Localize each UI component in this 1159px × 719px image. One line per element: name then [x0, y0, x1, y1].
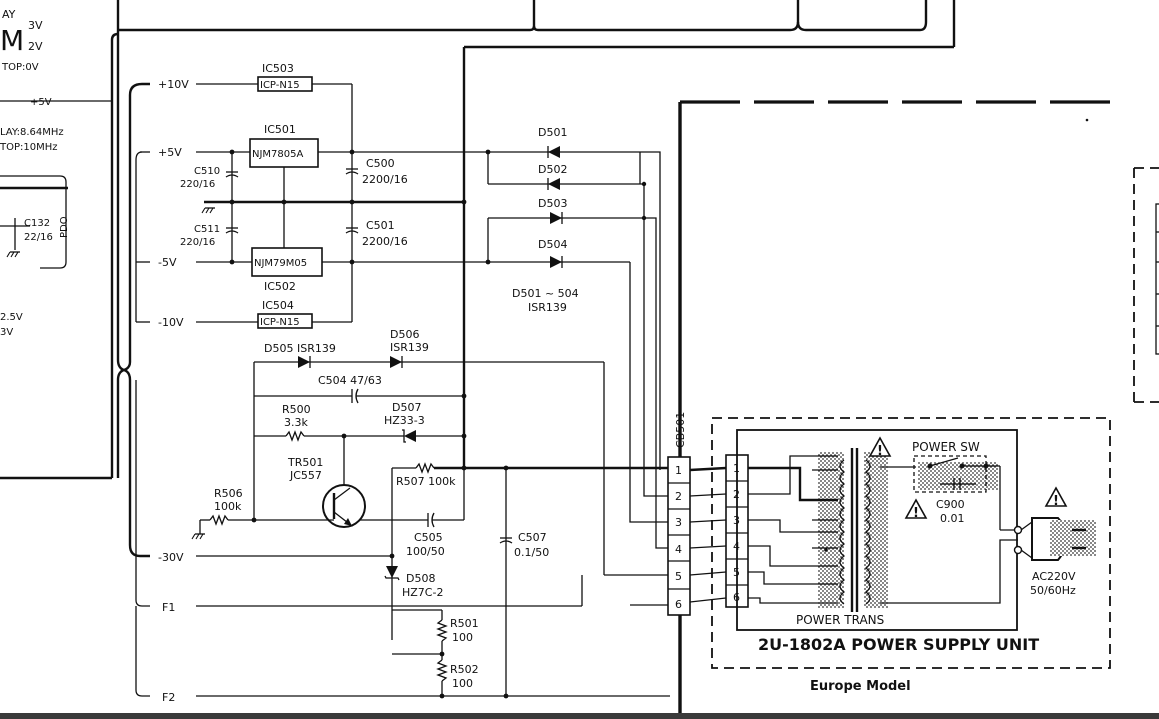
left-label-3v-b: 3V — [0, 327, 13, 338]
c510-value: 220/16 — [180, 179, 215, 190]
left-label-2-5v: 2.5V — [0, 312, 23, 323]
d501-label: D501 — [538, 126, 567, 139]
tr501-part: JC557 — [289, 469, 322, 482]
d507-part: HZ33-3 — [384, 414, 425, 427]
ic504-part: ICP-N15 — [260, 317, 300, 328]
c511-value: 220/16 — [180, 237, 215, 248]
warning-icon-transformer: ! — [877, 444, 883, 459]
r501-label: R501 — [450, 617, 479, 630]
left-label-top-0v: TOP:0V — [1, 62, 39, 73]
left-label-c132: C132 — [24, 218, 50, 229]
ic503-label: IC503 — [262, 62, 294, 75]
left-label-play-freq: LAY:8.64MHz — [0, 127, 64, 138]
connector-cb501: CB501 1 2 3 4 5 6 1 2 3 4 5 6 — [667, 100, 1120, 719]
top-borders — [116, 0, 956, 470]
rail-label-minus10v: -10V — [158, 316, 184, 329]
r500-label: R500 — [282, 403, 311, 416]
cb501-pin-4: 4 — [675, 543, 682, 556]
ic504-box — [257, 313, 313, 329]
regulator-section: IC503 ICP-N15 IC501 NJM7805A C510 220/16… — [180, 62, 640, 329]
ic502-box — [251, 247, 323, 277]
cb501-pin-6: 6 — [675, 598, 682, 611]
r501-value: 100 — [452, 631, 473, 644]
d508-part: HZ7C-2 — [402, 586, 443, 599]
c500-value: 2200/16 — [362, 173, 408, 186]
d503-label: D503 — [538, 197, 567, 210]
r502-label: R502 — [450, 663, 479, 676]
c900-label: C900 — [936, 498, 965, 511]
d505-label: D505 ISR139 — [264, 342, 336, 355]
ic504-label: IC504 — [262, 299, 294, 312]
power-trans-label: POWER TRANS — [796, 613, 884, 627]
rail-label-plus5v: +5V — [158, 146, 182, 159]
europe-model-label: Europe Model — [810, 679, 911, 694]
tr501-label: TR501 — [287, 456, 323, 469]
ac-voltage-label: AC220V — [1032, 570, 1076, 583]
left-panel: AY 3V M 2V TOP:0V +5V LAY:8.64MHz TOP:10… — [0, 0, 120, 480]
rail-label-f1: F1 — [162, 601, 175, 614]
c501-label: C501 — [366, 219, 395, 232]
minus30v-section: D505 ISR139 D506 ISR139 C504 47/63 R500 … — [191, 328, 670, 699]
cb501-pin-3: 3 — [675, 516, 682, 529]
r506-label: R506 — [214, 487, 243, 500]
psu-unit-title: 2U-1802A POWER SUPPLY UNIT — [758, 635, 1039, 654]
c507-value: 0.1/50 — [514, 546, 549, 559]
r500-value: 3.3k — [284, 416, 308, 429]
ic501-label: IC501 — [264, 123, 296, 136]
ic502-label: IC502 — [264, 280, 296, 293]
d507-label: D507 — [392, 401, 421, 414]
warning-icon-plug: ! — [1053, 494, 1059, 509]
rail-labels: +10V +5V -5V -10V -30V F1 F2 — [158, 78, 189, 704]
ic501-part: NJM7805A — [252, 149, 304, 160]
left-label-plus5v: +5V — [30, 97, 52, 108]
left-label-c132-value: 22/16 — [24, 232, 53, 243]
c500-label: C500 — [366, 157, 395, 170]
ic501-box — [249, 138, 319, 168]
c900-value: 0.01 — [940, 512, 965, 525]
cb501-pin-5: 5 — [675, 570, 682, 583]
diode-bridge: D501 D502 D503 D504 D501 ~ 504 ISR139 — [485, 126, 670, 549]
c505-label: C505 — [414, 531, 443, 544]
d508-label: D508 — [406, 572, 435, 585]
power-sw-label: POWER SW — [912, 440, 980, 454]
ic503-part: ICP-N15 — [260, 80, 300, 91]
r506-value: 100k — [214, 500, 242, 513]
d502-label: D502 — [538, 163, 567, 176]
c511-label: C511 — [194, 224, 220, 235]
cb501-pin-2: 2 — [675, 490, 682, 503]
rail-label-f2: F2 — [162, 691, 175, 704]
cb501-pin-1: 1 — [675, 464, 682, 477]
left-label-ay: AY — [2, 8, 16, 21]
power-supply-unit: POWER TRANS POWER SW C900 0.01 ! — [711, 417, 1111, 694]
d506-part: ISR139 — [390, 341, 429, 354]
rail-label-plus10v: +10V — [158, 78, 189, 91]
c505-value: 100/50 — [406, 545, 445, 558]
scan-bottom-edge — [0, 713, 1159, 719]
d501-504-label: D501 ~ 504 — [512, 287, 579, 300]
right-panel — [1085, 118, 1159, 403]
d504-label: D504 — [538, 238, 567, 251]
rail-label-minus5v: -5V — [158, 256, 177, 269]
warning-icon-switch: ! — [913, 506, 919, 521]
rail-bus — [110, 32, 150, 697]
left-label-3v: 3V — [28, 19, 43, 32]
c501-value: 2200/16 — [362, 235, 408, 248]
c504-label: C504 47/63 — [318, 374, 382, 387]
ic502-part: NJM79M05 — [254, 258, 307, 269]
left-label-2v: 2V — [28, 40, 43, 53]
ac-frequency-label: 50/60Hz — [1030, 584, 1076, 597]
d506-label: D506 — [390, 328, 419, 341]
left-label-stop-freq: TOP:10MHz — [0, 142, 58, 153]
rail-label-minus30v: -30V — [158, 551, 184, 564]
d501-504-part: ISR139 — [528, 301, 567, 314]
c507-label: C507 — [518, 531, 547, 544]
r502-value: 100 — [452, 677, 473, 690]
left-label-pdo: PDO — [59, 216, 70, 238]
c510-label: C510 — [194, 166, 220, 177]
r507-label: R507 100k — [396, 475, 456, 488]
left-label-m: M — [0, 24, 24, 57]
